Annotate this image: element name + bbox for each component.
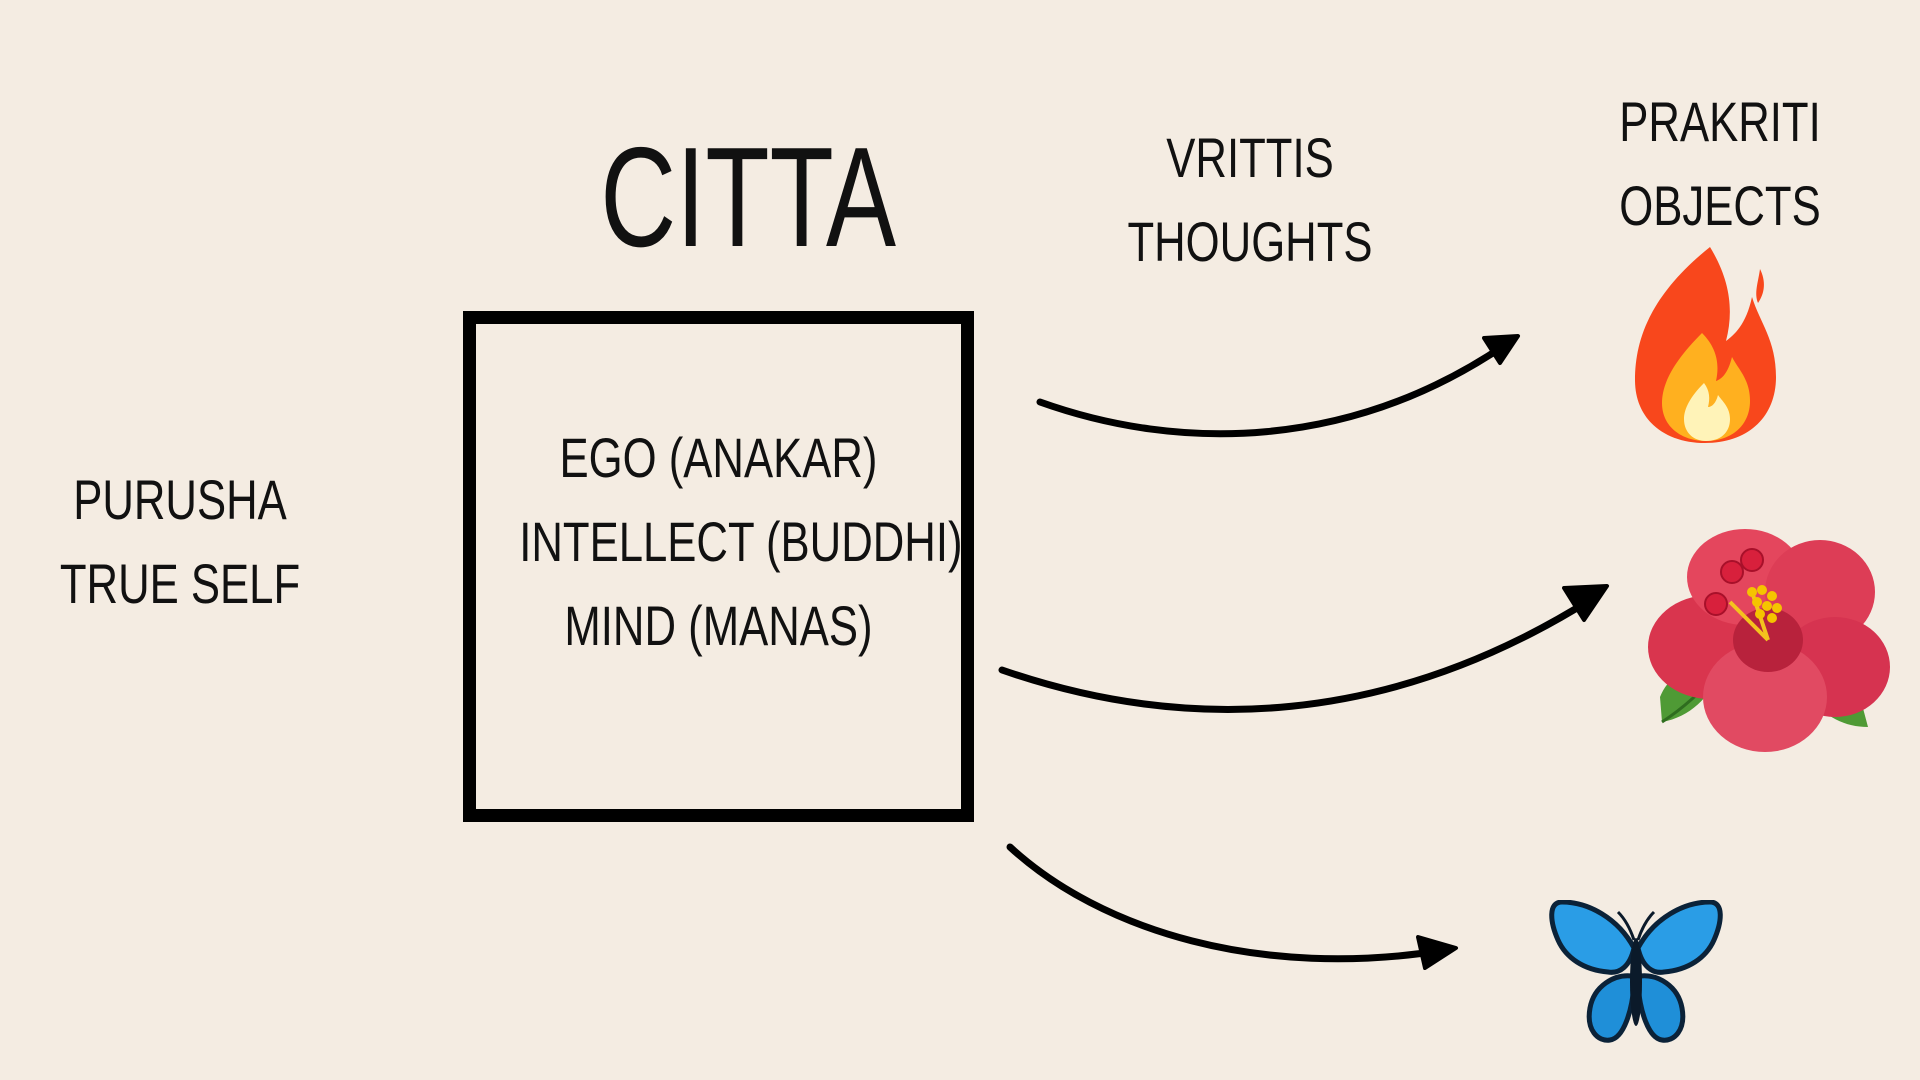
arrow-to-butterfly [1006, 843, 1449, 963]
citta-mind-line: MIND (MANAS) [564, 594, 873, 657]
arrowhead-fire [1482, 334, 1520, 365]
purusha-label: PURUSHA TRUE SELF [55, 458, 305, 626]
purusha-label-line-1: PURUSHA [73, 468, 287, 531]
prakriti-label-line-1: PRAKRITI [1619, 90, 1821, 153]
vrittis-label: VRITTIS THOUGHTS [1117, 116, 1382, 284]
prakriti-label-line-2: OBJECTS [1619, 174, 1821, 237]
arrowhead-butterfly [1416, 935, 1458, 970]
citta-intellect-line: INTELLECT (BUDDHI) [519, 510, 963, 573]
citta-ego-line: EGO (ANAKAR) [559, 426, 878, 489]
arrow-to-fire [1036, 341, 1509, 438]
fire-icon [1635, 247, 1776, 443]
vrittis-label-line-1: VRITTIS [1166, 126, 1334, 189]
purusha-label-line-2: TRUE SELF [59, 552, 301, 615]
arrow-to-flower [998, 596, 1594, 713]
butterfly-icon [1549, 900, 1723, 1043]
arrowhead-flower [1562, 584, 1609, 622]
citta-box [463, 311, 974, 822]
vrittis-label-line-2: THOUGHTS [1127, 210, 1373, 273]
hibiscus-flower-icon [1648, 529, 1890, 752]
prakriti-label: PRAKRITI OBJECTS [1595, 80, 1845, 248]
citta-box-contents: EGO (ANAKAR) INTELLECT (BUDDHI) MIND (MA… [519, 416, 963, 668]
